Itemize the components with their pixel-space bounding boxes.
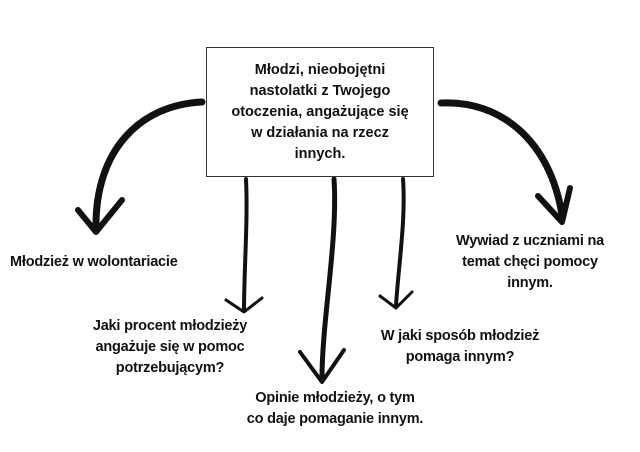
central-topic: Młodzi, nieobojętni nastolatki z Twojego… [231,61,409,162]
arrowhead-left [75,197,125,235]
arrow-center [319,176,338,381]
arrowhead-center-right [378,290,414,310]
branch-volunteering: Młodzież w wolontariacie [10,254,178,270]
branch-interview: Wywiad z uczniami na temat chęci pomocy … [455,233,605,291]
arrow-center-left [242,177,249,312]
arrowhead-right [535,185,573,225]
branch-opinions: Opinie młodzieży, o tym co daje pomagani… [246,390,424,427]
arrowhead-center-left [224,296,264,314]
arrow-left [92,98,206,232]
central-topic-box: Młodzi, nieobojętni nastolatki z Twojego… [206,47,434,177]
arrow-right [437,99,566,219]
branch-how-help: W jaki sposób młodzież pomaga innym? [380,328,540,365]
arrow-center-right [394,177,406,308]
branch-percentage: Jaki procent młodzieży angażuje się w po… [92,318,248,376]
arrowhead-center [298,348,346,384]
